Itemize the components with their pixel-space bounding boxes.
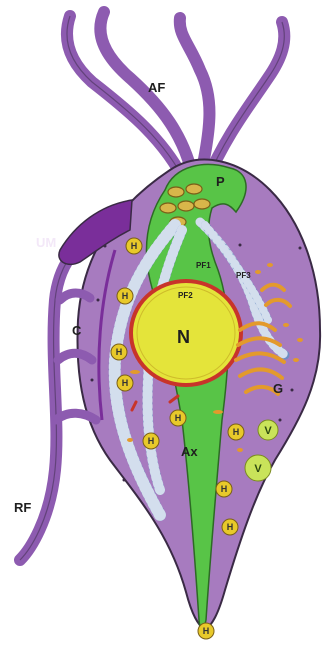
hydrogenosome: H	[170, 410, 186, 426]
vacuole: V	[258, 420, 278, 440]
svg-text:H: H	[122, 378, 129, 388]
svg-text:V: V	[264, 425, 272, 437]
svg-text:H: H	[116, 347, 123, 357]
label-pf2: PF2	[178, 291, 193, 300]
label-costa: C	[72, 323, 82, 338]
label-axostyle: Ax	[181, 444, 198, 459]
hydrogenosome: H	[117, 375, 133, 391]
label-anterior-flagella: AF	[148, 80, 165, 95]
label-nucleus: N	[177, 327, 190, 347]
label-recurrent-flagellum: RF	[14, 500, 31, 515]
label-undulating-membrane: UM	[36, 235, 56, 250]
svg-text:H: H	[233, 427, 240, 437]
hydrogenosome: H	[117, 288, 133, 304]
svg-text:H: H	[227, 522, 234, 532]
hydrogenosome: H	[216, 481, 232, 497]
label-golgi: G	[273, 381, 283, 396]
hydrogenosome: H	[126, 238, 142, 254]
hydrogenosome: H	[198, 623, 214, 639]
hydrogenosome: H	[228, 424, 244, 440]
label-pf3: PF3	[236, 271, 251, 280]
svg-text:H: H	[175, 413, 182, 423]
svg-text:H: H	[148, 436, 155, 446]
svg-text:V: V	[254, 463, 262, 475]
svg-text:H: H	[203, 626, 210, 636]
hydrogenosome: H	[111, 344, 127, 360]
hydrogenosome: H	[222, 519, 238, 535]
label-pf1: PF1	[196, 261, 211, 270]
anterior-flagella	[67, 12, 284, 184]
svg-text:H: H	[131, 241, 138, 251]
vacuole: V	[245, 455, 271, 481]
svg-text:H: H	[122, 291, 129, 301]
label-pelta: P	[216, 174, 225, 189]
svg-text:H: H	[221, 484, 228, 494]
hydrogenosome: H	[143, 433, 159, 449]
